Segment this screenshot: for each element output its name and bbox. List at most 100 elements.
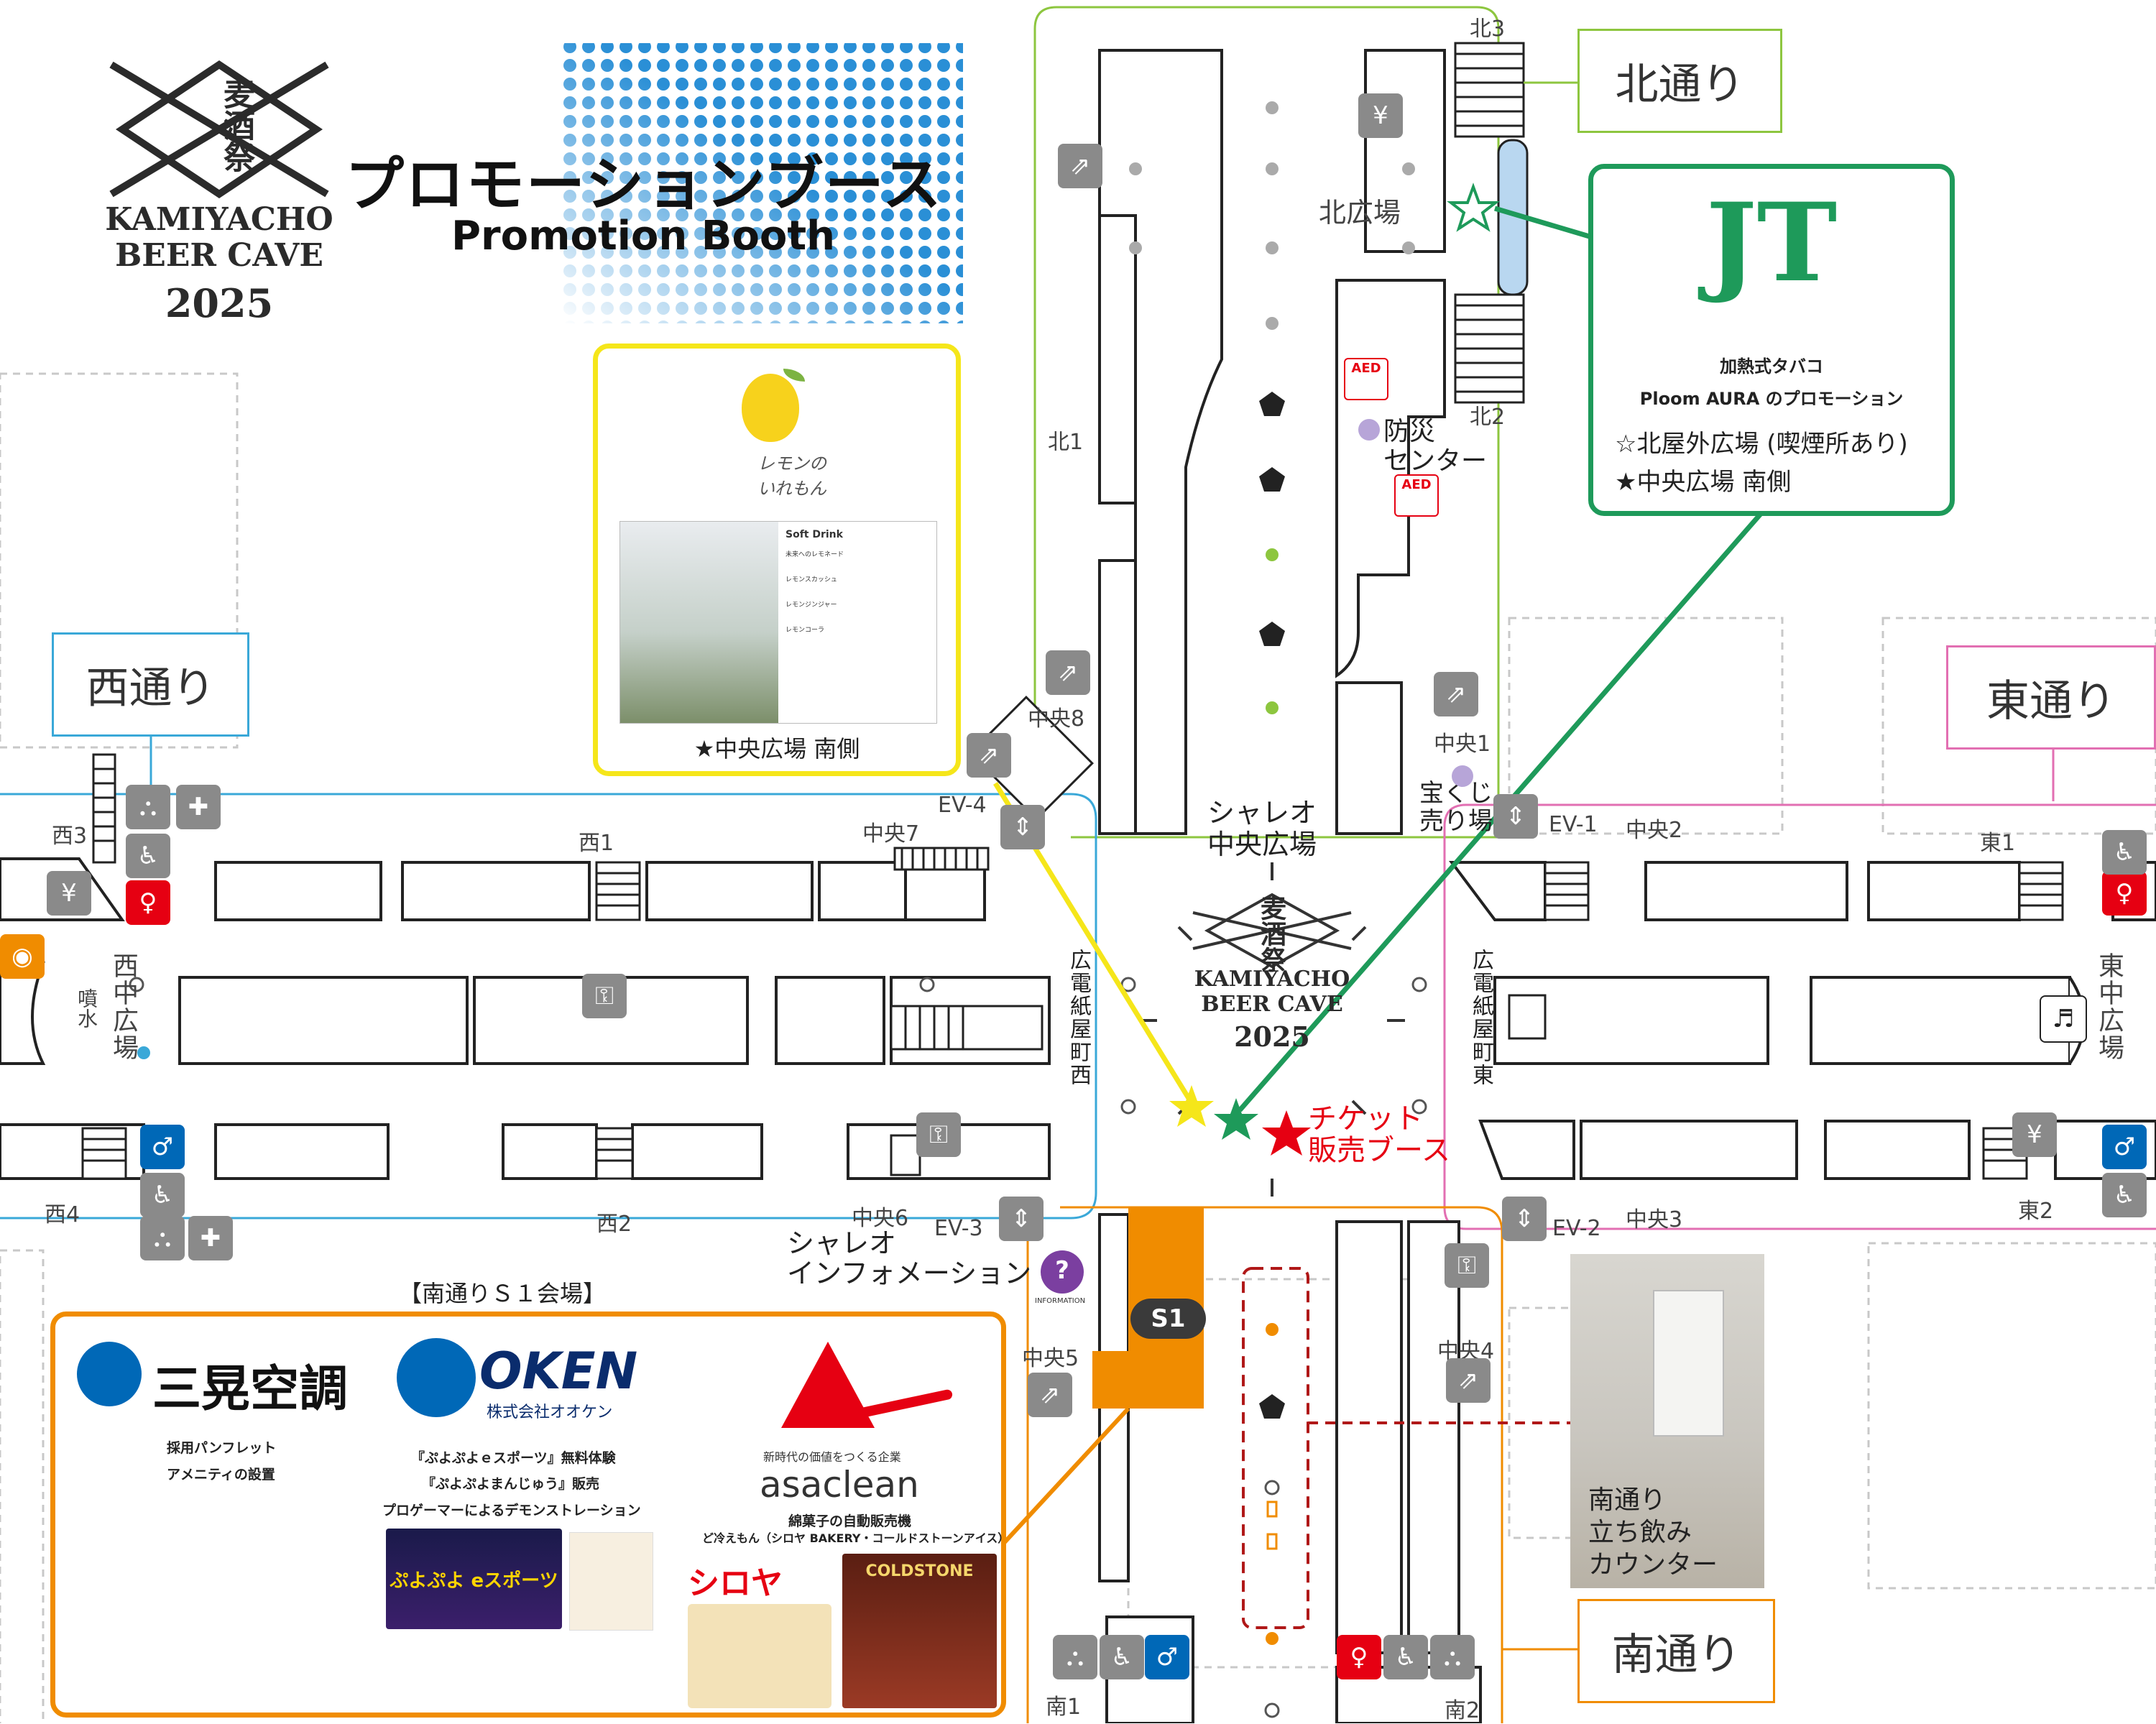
asaclean-name: asaclean [760, 1464, 919, 1506]
north-plaza-label: 北広場 [1319, 197, 1401, 229]
aed-badge: AED [1394, 474, 1439, 517]
escalator-icon: ⇗ [967, 733, 1011, 778]
elevator-icon: ⇕ [1000, 805, 1045, 849]
oken-desc1: 『ぷよぷよｅスポーツ』無料体験 [411, 1450, 616, 1466]
exit-ev3: EV-3 [934, 1216, 983, 1241]
west-stairs [81, 696, 1094, 1180]
halftone-decoration [561, 43, 963, 323]
oken-desc2: 『ぷよぷよまんじゅう』販売 [422, 1476, 600, 1492]
exit-kita3: 北3 [1470, 17, 1506, 42]
menu-title: Soft Drink [786, 529, 843, 540]
s1-sponsor-panel: 三晃空調 採用パンフレット アメニティの設置 OKEN 株式会社オオケン 『ぷよ… [50, 1312, 1010, 1718]
exit-chuo3: 中央3 [1626, 1207, 1683, 1232]
info-circle [1041, 1250, 1084, 1294]
escalator-icon: ⇗ [1028, 1373, 1072, 1417]
mens-restroom-icon: ♂ [1145, 1635, 1189, 1679]
exit-ev2: EV-2 [1552, 1216, 1601, 1241]
womens-restroom-icon: ♀ [126, 880, 170, 925]
vending-icon: ¥ [47, 871, 91, 916]
mens-restroom-icon: ♂ [140, 1125, 185, 1169]
menu-item: レモンジンジャー [786, 601, 837, 609]
jt-star [1214, 1098, 1258, 1140]
elevator-icon: ⇕ [999, 1197, 1044, 1241]
exit-chuo1: 中央1 [1434, 732, 1491, 757]
page-title: プロモーションブース [345, 151, 943, 219]
standing-counter-area [1242, 1267, 1309, 1629]
sanko-desc2: アメニティの設置 [167, 1467, 275, 1483]
jt-leader-line-north [1494, 206, 1593, 240]
piano-icon: ♬ [2040, 995, 2087, 1043]
logo-year: 2025 [165, 280, 274, 326]
jt-booth-panel: JT 加熱式タバコ Ploom AURA のプロモーション ☆北屋外広場 (喫煙… [1588, 164, 1955, 516]
exit-ev4: EV-4 [938, 793, 987, 818]
oken-desc3: プロゲーマーによるデモンストレーション [382, 1503, 641, 1518]
s1-heading: 【南通りＳ１会場】 [399, 1280, 607, 1307]
east-stairs [1508, 861, 2064, 1180]
atm-icon: ¥ [1358, 93, 1403, 138]
tram-west-label: 広電紙屋町西 [1066, 949, 1091, 1087]
s1-leader-line [993, 1406, 1130, 1554]
header-logo-emblem [109, 60, 329, 199]
menu-item: レモンコーラ [786, 627, 825, 634]
lemon-booth-panel: レモンの いれもん Soft Drink 未来へのレモネード レモンスカッシュ … [593, 344, 961, 776]
star-markers [1169, 183, 1500, 1156]
page-subtitle: Promotion Booth [451, 213, 836, 259]
bousai-dot [1358, 419, 1380, 441]
baby-room-icon: ⛬ [126, 785, 170, 829]
oken-sub: 株式会社オオケン [487, 1403, 613, 1421]
jt-logo: JT [1705, 180, 1838, 306]
lemon-menu-card: Soft Drink 未来へのレモネード レモンスカッシュ レモンジンジャー レ… [619, 521, 937, 724]
menu-item: 未来へのレモネード [786, 551, 844, 558]
exit-minami2: 南2 [1445, 1698, 1480, 1723]
jt-line4: ★中央広場 南側 [1615, 468, 1792, 497]
logo-kanji: 麦酒祭 [218, 78, 254, 172]
lemon-caption: ★中央広場 南側 [694, 735, 860, 762]
shiroya-logo: シロヤ [688, 1565, 783, 1602]
sanko-desc1: 採用パンフレット [167, 1440, 277, 1456]
pentagon-markers [1259, 392, 1285, 1419]
exit-higashi2: 東2 [2018, 1199, 2054, 1224]
counter-caption: 南通り 立ち飲み カウンター [1588, 1485, 1718, 1580]
oken-esports-image: ぷよぷよ eスポーツ [386, 1529, 562, 1629]
s1-venue-area-lower [1092, 1351, 1204, 1409]
pillars [129, 101, 1427, 1718]
bousai-center-label: 防災 センター [1383, 417, 1488, 476]
lemon-logo-text: レモンの いれもん [757, 453, 826, 499]
exit-kita2: 北2 [1470, 405, 1506, 430]
info-icon-text: INFORMATION [1035, 1297, 1086, 1305]
central-logo-year: 2025 [1234, 1020, 1310, 1053]
jt-line1: 加熱式タバコ [1720, 356, 1823, 377]
takarakuji-dot [1452, 765, 1473, 787]
sanko-name: 三晃空調 [152, 1361, 349, 1418]
juice-stand-icon: ◉ [0, 934, 45, 979]
menu-item: レモンスカッシュ [786, 576, 837, 584]
central-logo-ring [1139, 862, 1405, 1197]
wheelchair-icon: ♿ [1100, 1635, 1144, 1679]
wheelchair-icon: ♿ [140, 1173, 185, 1217]
manju-image [569, 1532, 653, 1631]
exit-ev1: EV-1 [1549, 812, 1598, 837]
locker-icon: ⚿ [582, 974, 627, 1018]
asaclean-desc2: ど冷えもん（シロヤ BAKERY・コールドストーンアイス） [702, 1531, 1010, 1545]
wheelchair-icon: ♿ [126, 834, 170, 878]
escalator-icon: ⇗ [1058, 144, 1102, 188]
baby-room-icon: ⛬ [140, 1216, 185, 1260]
fountain-label: 噴水 [75, 988, 98, 1028]
baby-room-icon: ⛬ [1053, 1635, 1097, 1679]
tram-east-label: 広電紙屋町東 [1468, 949, 1493, 1087]
logo-line1: KAMIYACHO [105, 201, 333, 238]
s1-marker: S1 [1130, 1299, 1206, 1339]
wheelchair-icon: ♿ [1383, 1635, 1428, 1679]
vending-icon: ¥ [2012, 1112, 2057, 1157]
lemon-menu-list: Soft Drink 未来へのレモネード レモンスカッシュ レモンジンジャー レ… [778, 522, 936, 723]
info-icon: ? [1055, 1256, 1069, 1285]
exit-chuo2: 中央2 [1626, 818, 1683, 843]
jt-line3: ☆北屋外広場 (喫煙所あり) [1615, 430, 1908, 458]
east-street-label: 東通り [1946, 645, 2156, 750]
exit-nishi2: 西2 [596, 1212, 632, 1237]
west-plaza-label: 西中広場 [109, 952, 138, 1061]
exit-chuo7: 中央7 [862, 821, 920, 847]
exit-nishi1: 西1 [579, 831, 614, 856]
